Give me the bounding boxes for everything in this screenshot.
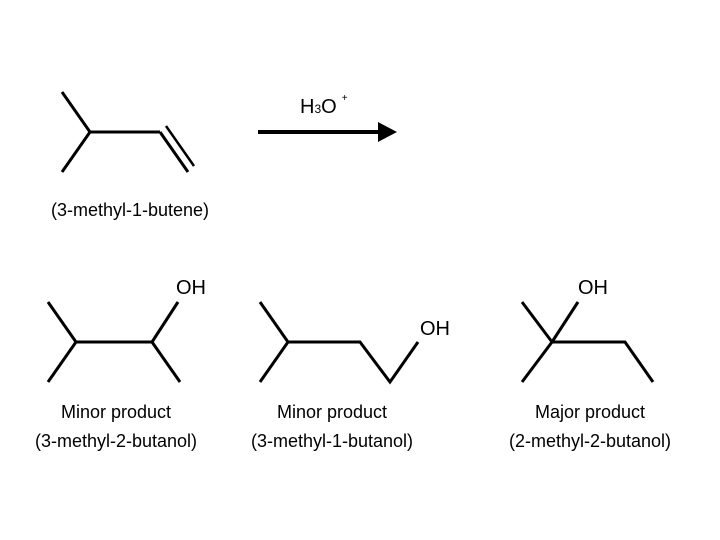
product-1-oh: OH — [176, 277, 206, 299]
product-2-structure — [258, 301, 420, 385]
reactant-structure — [60, 91, 196, 173]
product-3-role: Major product — [534, 402, 646, 422]
product-2-oh: OH — [420, 318, 450, 340]
reactant-name: (3-methyl-1-butene) — [50, 200, 210, 220]
reagent-h3o-plus: H3O + — [300, 93, 348, 119]
reaction-arrow — [258, 122, 397, 142]
product-3-structure — [520, 301, 655, 383]
product-1-structure — [46, 301, 182, 383]
reagent-o: O — [321, 96, 337, 118]
product-1-name: (3-methyl-2-butanol) — [34, 431, 198, 451]
product-3-name: (2-methyl-2-butanol) — [508, 431, 672, 451]
reagent-subscript: 3 — [314, 102, 322, 116]
product-3-oh: OH — [578, 277, 608, 299]
product-1-role: Minor product — [60, 402, 172, 422]
product-2-role: Minor product — [276, 402, 388, 422]
product-2-name: (3-methyl-1-butanol) — [250, 431, 414, 451]
reagent-charge: + — [341, 93, 348, 105]
reagent-h: H — [300, 96, 315, 118]
